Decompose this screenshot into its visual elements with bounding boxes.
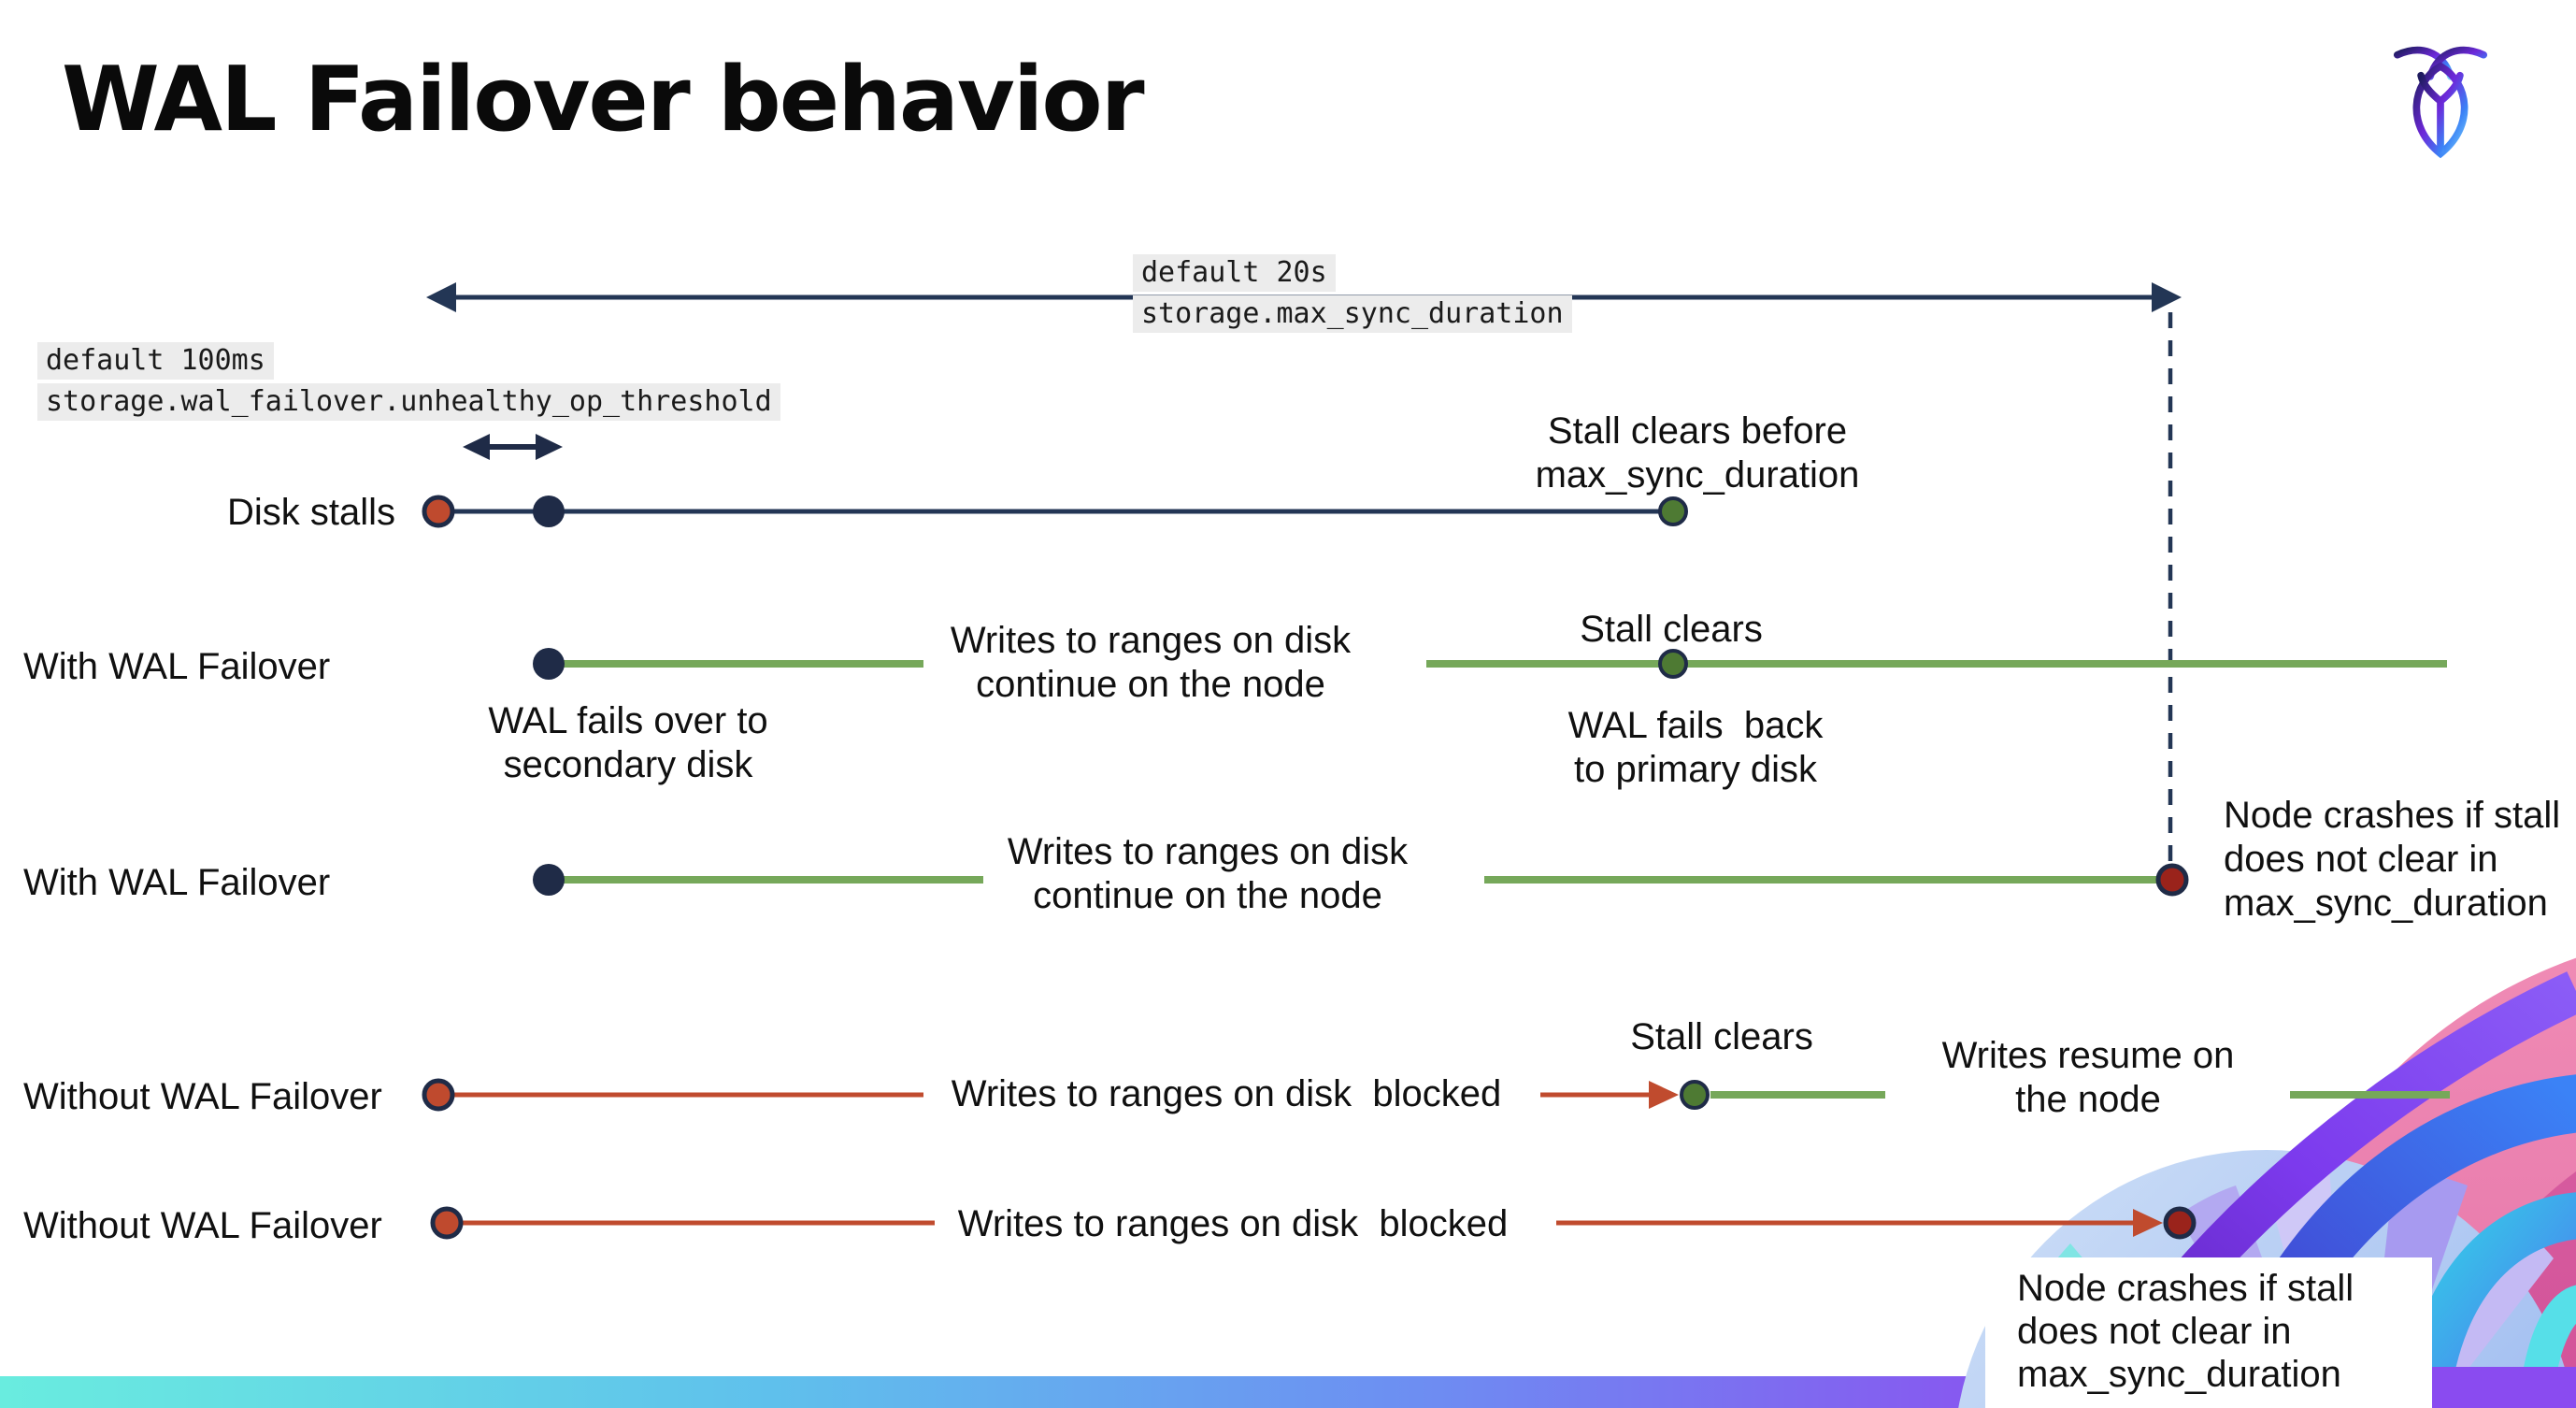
art-cyan-arch: [2402, 1192, 2576, 1408]
note-line: max_sync_duration: [2224, 883, 2548, 924]
stall-clears-label: Stall clears: [1630, 1016, 1813, 1057]
row5-red-arrowhead: [2133, 1209, 2163, 1237]
row2-failover-dot: [533, 648, 565, 680]
label-line: Writes to ranges on disk: [1007, 831, 1409, 872]
row4-stall-start-dot: [422, 1078, 455, 1112]
row4-red-arrowhead: [1649, 1081, 1679, 1109]
logo-wing-vein: [2417, 71, 2464, 154]
unhealthy-op-threshold-arrow: [463, 434, 563, 460]
wal-fails-over-label: WAL fails over to secondary disk: [488, 699, 767, 787]
max-sync-setting-label: default 20s storage.max_sync_duration: [1133, 254, 1572, 337]
row-label-with-wal-failover: With WAL Failover: [23, 646, 331, 687]
label-line: WAL fails over to: [488, 700, 768, 741]
row2-stall-clears-dot: [1658, 649, 1688, 679]
note-line: Node crashes if stall: [2017, 1268, 2354, 1309]
writes-blocked-label: Writes to ranges on disk blocked: [951, 1073, 1502, 1114]
cockroachdb-logo: [2393, 46, 2488, 159]
writes-continue-label: Writes to ranges on disk continue on the…: [951, 619, 1351, 707]
writes-blocked-label: Writes to ranges on disk blocked: [957, 1203, 1509, 1244]
note-line: does not clear in: [2017, 1311, 2292, 1352]
label-line: continue on the node: [1033, 875, 1382, 916]
label-line: WAL fails back: [1567, 705, 1824, 746]
node-crash-note: Node crashes if stall does not clear in …: [2224, 794, 2560, 926]
label-line: Writes to ranges on disk: [950, 620, 1352, 661]
setting-default-value: default 20s: [1133, 254, 1336, 292]
row5-stall-start-dot: [430, 1206, 464, 1240]
note-line: Node crashes if stall: [2224, 795, 2561, 836]
row3-crash-dot: [2155, 863, 2189, 897]
row-label-with-wal-failover: With WAL Failover: [23, 862, 331, 903]
row1-threshold-dot: [533, 496, 565, 527]
writes-continue-label: Writes to ranges on disk continue on the…: [1008, 830, 1408, 918]
row4-stall-clears-dot: [1680, 1080, 1710, 1110]
art-violet-block: [2430, 1367, 2576, 1408]
label-line: Stall clears before: [1547, 410, 1848, 452]
label-line: secondary disk: [503, 744, 753, 785]
row1-stall-clears-dot: [1658, 496, 1688, 526]
row-label-without-wal-failover: Without WAL Failover: [23, 1076, 382, 1117]
row-label-without-wal-failover: Without WAL Failover: [23, 1205, 382, 1246]
node-crash-note: Node crashes if stall does not clear in …: [2017, 1267, 2354, 1396]
label-line: to primary disk: [1573, 749, 1818, 790]
label-line: the node: [2015, 1079, 2161, 1120]
row1-stall-start-dot: [422, 495, 455, 528]
row5-crash-dot: [2163, 1206, 2197, 1240]
row3-failover-dot: [533, 864, 565, 896]
stall-clears-label: Stall clears: [1580, 609, 1763, 650]
setting-default-value: default 100ms: [37, 342, 274, 380]
setting-name: storage.wal_failover.unhealthy_op_thresh…: [37, 383, 780, 421]
writes-resume-label: Writes resume on the node: [1942, 1034, 2235, 1122]
label-line: continue on the node: [976, 664, 1325, 705]
note-line: does not clear in: [2224, 839, 2498, 880]
unhealthy-op-setting-label: default 100ms storage.wal_failover.unhea…: [37, 342, 780, 424]
label-line: max_sync_duration: [1535, 454, 1860, 496]
wal-fails-back-label: WAL fails back to primary disk: [1568, 704, 1824, 792]
node-crash-note-box: Node crashes if stall does not clear in …: [1985, 1257, 2432, 1408]
note-line: max_sync_duration: [2017, 1354, 2341, 1395]
page-title: WAL Failover behavior: [62, 49, 1145, 151]
setting-name: storage.max_sync_duration: [1133, 295, 1572, 333]
stall-clears-before-label: Stall clears before max_sync_duration: [1536, 409, 1860, 497]
label-line: Writes resume on: [1941, 1035, 2235, 1076]
row-label-disk-stalls: Disk stalls: [227, 492, 396, 533]
